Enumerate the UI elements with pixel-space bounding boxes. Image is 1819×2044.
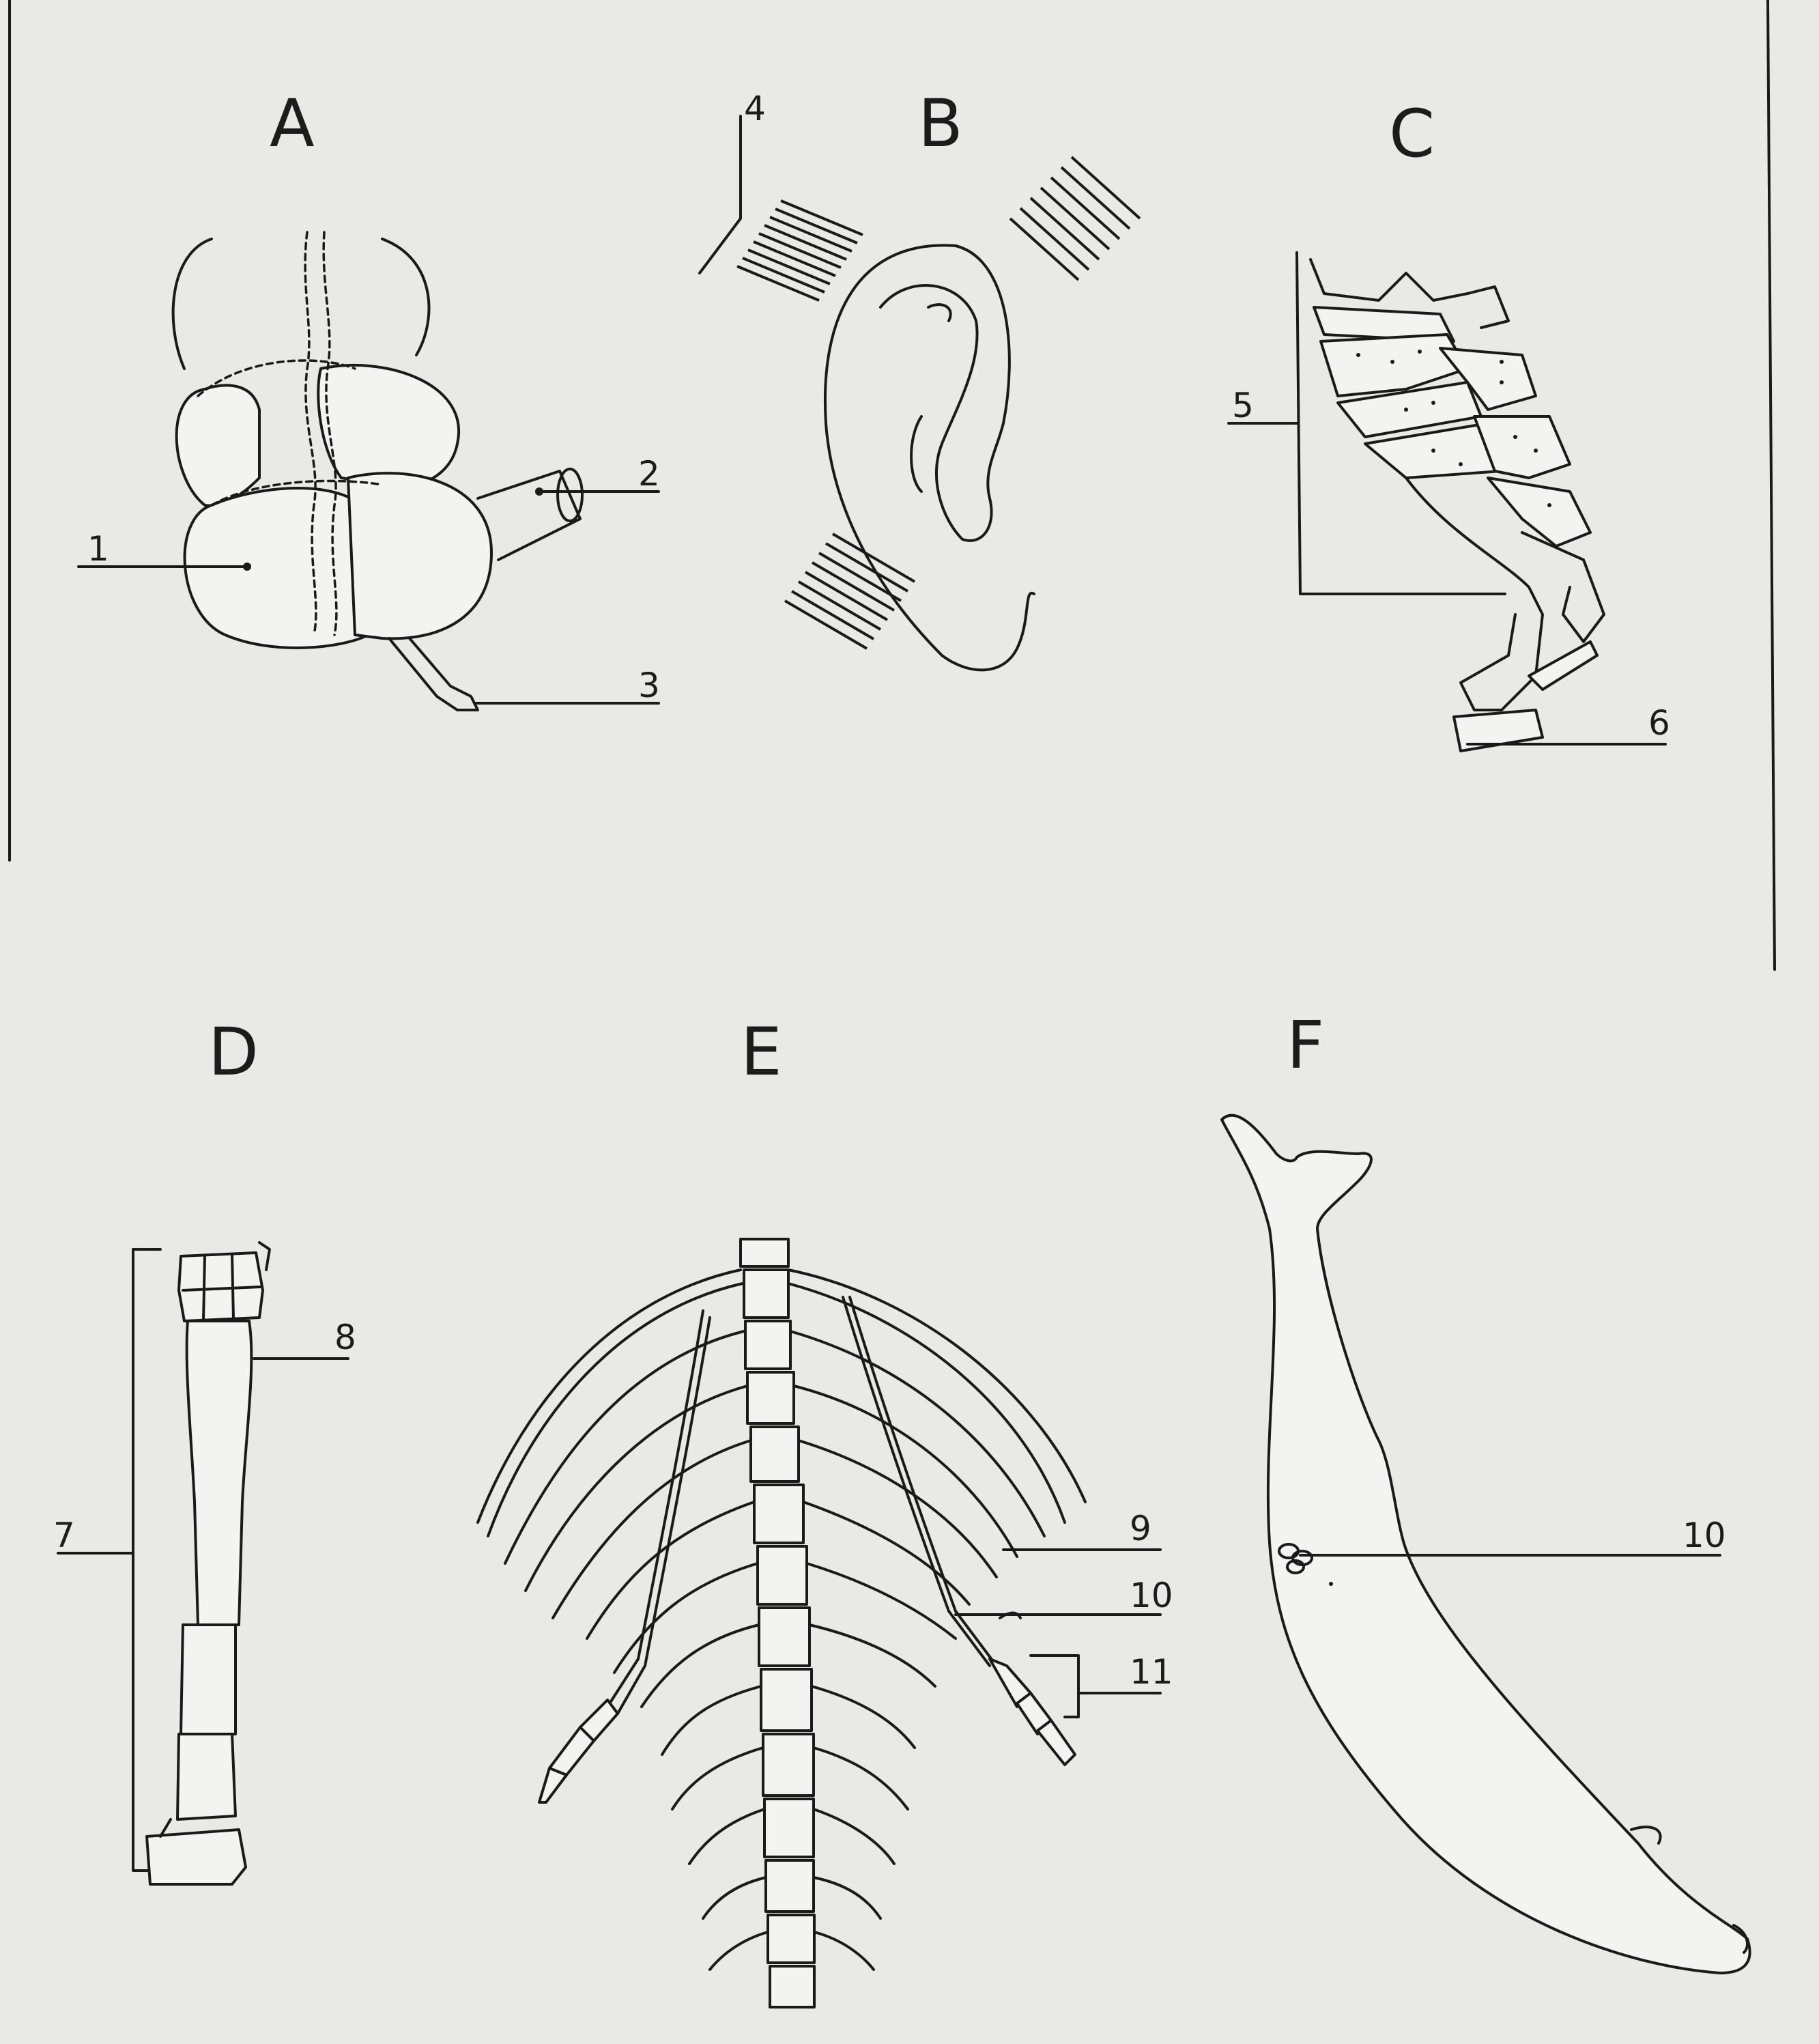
panel-letter-b: B (918, 85, 964, 162)
label-5: 5 (1232, 386, 1254, 425)
label-8: 8 (334, 1318, 356, 1357)
panel-letter-e: E (741, 1014, 784, 1090)
panel-letter-d: D (208, 1014, 260, 1090)
label-9: 9 (1130, 1509, 1151, 1548)
panel-letter-f: F (1287, 1007, 1326, 1083)
panel-letter-c: C (1389, 96, 1437, 172)
label-4: 4 (744, 89, 766, 128)
label-2: 2 (638, 454, 660, 494)
panel-d-drawing (57, 1241, 349, 1886)
label-3: 3 (638, 666, 660, 705)
label-6: 6 (1648, 703, 1670, 743)
label-7: 7 (53, 1516, 75, 1555)
panel-a-drawing (77, 231, 660, 711)
label-11: 11 (1130, 1652, 1173, 1692)
panel-f-drawing (1220, 1113, 1751, 1974)
page-edge-right (1766, 0, 1776, 971)
panel-letter-a: A (270, 85, 316, 162)
label-10-e: 10 (1130, 1576, 1173, 1615)
label-10-f: 10 (1682, 1516, 1726, 1555)
panel-b-drawing (698, 115, 1141, 672)
panel-c-drawing (1227, 251, 1667, 752)
label-1: 1 (87, 529, 109, 569)
panel-e-drawing (476, 1238, 1162, 2008)
